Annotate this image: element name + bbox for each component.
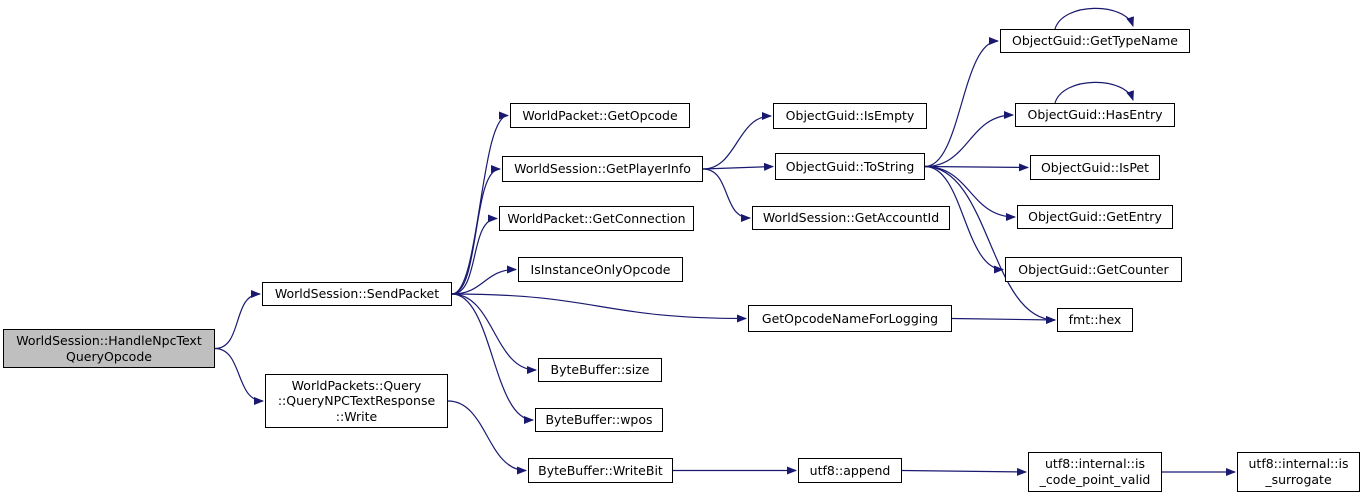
- node-getconnection[interactable]: WorldPacket::GetConnection: [499, 206, 694, 231]
- node-getopcode[interactable]: WorldPacket::GetOpcode: [510, 103, 690, 128]
- node-sendpacket[interactable]: WorldSession::SendPacket: [262, 282, 452, 306]
- edge-sendpacket-to-bytebuffer-wpos: [451, 293, 534, 424]
- node-utf8-append[interactable]: utf8::append: [798, 458, 902, 483]
- node-isinstanceonlyopcode[interactable]: IsInstanceOnlyOpcode: [518, 257, 683, 282]
- edge-sendpacket-to-getplayerinfo: [451, 165, 501, 295]
- node-objectguid-ispet[interactable]: ObjectGuid::IsPet: [1030, 155, 1160, 180]
- node-bytebuffer-size[interactable]: ByteBuffer::size: [538, 358, 662, 382]
- edge-utf8-append-to-utf8-is-code-point-valid: [901, 467, 1027, 476]
- edge-sendpacket-to-isinstanceonlyopcode: [451, 265, 517, 295]
- edge-objectguid-tostring-to-objectguid-ispet: [924, 163, 1029, 172]
- node-querynpctextresponse-write[interactable]: WorldPackets::Query ::QueryNPCTextRespon…: [265, 374, 448, 428]
- node-objectguid-hasentry[interactable]: ObjectGuid::HasEntry: [1015, 103, 1175, 127]
- edge-sendpacket-to-bytebuffer-size: [451, 293, 537, 374]
- edge-objectguid-tostring-to-objectguid-hasentry: [924, 111, 1014, 168]
- node-objectguid-getcounter[interactable]: ObjectGuid::GetCounter: [1005, 257, 1182, 282]
- node-getplayerinfo[interactable]: WorldSession::GetPlayerInfo: [502, 156, 703, 182]
- edge-getplayerinfo-to-objectguid-tostring: [702, 162, 774, 171]
- node-handlenpctextqueryopcode: WorldSession::HandleNpcText QueryOpcode: [3, 329, 215, 368]
- node-fmt-hex[interactable]: fmt::hex: [1057, 308, 1133, 332]
- node-getaccountid[interactable]: WorldSession::GetAccountId: [752, 206, 950, 230]
- edge-objectguid-gettypename-self-loop: [1054, 7, 1134, 30]
- node-objectguid-isempty[interactable]: ObjectGuid::IsEmpty: [773, 103, 927, 129]
- edge-objectguid-tostring-to-fmt-hex: [924, 165, 1056, 324]
- edge-handlenpctextqueryopcode-to-sendpacket: [214, 290, 261, 350]
- node-objectguid-getentry[interactable]: ObjectGuid::GetEntry: [1017, 205, 1173, 229]
- edge-objectguid-hasentry-self-loop: [1054, 81, 1134, 104]
- node-bytebuffer-writebit[interactable]: ByteBuffer::WriteBit: [528, 458, 673, 483]
- node-utf8-is-surrogate[interactable]: utf8::internal::is _surrogate: [1237, 452, 1360, 492]
- node-getopcodenameforlogging[interactable]: GetOpcodeNameForLogging: [748, 305, 952, 332]
- edge-objectguid-tostring-to-objectguid-getcounter: [924, 165, 1004, 274]
- node-bytebuffer-wpos[interactable]: ByteBuffer::wpos: [535, 408, 663, 432]
- edge-getplayerinfo-to-getaccountid: [702, 168, 751, 222]
- edge-getplayerinfo-to-objectguid-isempty: [702, 112, 772, 170]
- edge-handlenpctextqueryopcode-to-querynpctextresponse-write: [214, 347, 264, 405]
- edge-objectguid-tostring-to-objectguid-gettypename: [924, 37, 999, 168]
- edge-sendpacket-to-getopcodenameforlogging: [451, 293, 747, 323]
- node-objectguid-gettypename[interactable]: ObjectGuid::GetTypeName: [1000, 29, 1190, 53]
- edge-querynpctextresponse-write-to-bytebuffer-writebit: [447, 400, 527, 475]
- edge-sendpacket-to-getconnection: [451, 214, 498, 295]
- node-utf8-is-code-point-valid[interactable]: utf8::internal::is _code_point_valid: [1028, 452, 1162, 492]
- node-objectguid-tostring[interactable]: ObjectGuid::ToString: [775, 153, 925, 180]
- edge-sendpacket-to-getopcode: [451, 111, 509, 295]
- edge-getopcodenameforlogging-to-fmt-hex: [951, 315, 1056, 324]
